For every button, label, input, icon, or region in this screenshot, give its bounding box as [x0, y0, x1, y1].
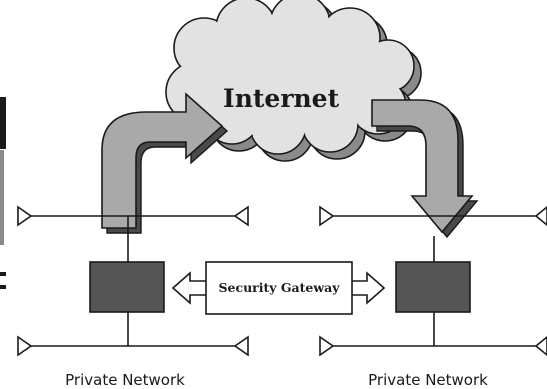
internet-cloud — [165, 0, 422, 162]
right-network-label: Private Network — [368, 371, 488, 389]
right-top-left-terminator — [319, 205, 335, 227]
right-arrow — [371, 99, 474, 234]
left-arrow — [101, 92, 224, 229]
security-gateway-connector: Security Gateway — [171, 261, 386, 315]
left-network — [17, 205, 249, 357]
right-gateway-box — [395, 261, 471, 313]
left-gateway-box — [89, 261, 165, 313]
cloud-body — [167, 0, 413, 153]
security-gateway-label: Security Gateway — [218, 280, 340, 295]
security-gateway-box — [205, 261, 353, 315]
gateway-arrow-shape — [171, 271, 208, 305]
right-top-right-terminator — [534, 205, 547, 227]
right-bottom-left-terminator — [319, 335, 335, 357]
right-tunnel-arrow — [371, 99, 479, 239]
gateway-arrow-shape-right — [349, 271, 386, 305]
scan-edge-artifact — [0, 97, 6, 289]
right-bottom-right-terminator — [534, 335, 547, 357]
left-top-left-terminator — [17, 205, 33, 227]
left-network-label: Private Network — [65, 371, 185, 389]
internet-label: Internet — [223, 84, 340, 113]
left-tunnel-arrow — [101, 92, 229, 234]
left-top-right-terminator — [233, 205, 249, 227]
left-bottom-left-terminator — [17, 335, 33, 357]
left-bottom-right-terminator — [233, 335, 249, 357]
right-network — [319, 205, 547, 357]
